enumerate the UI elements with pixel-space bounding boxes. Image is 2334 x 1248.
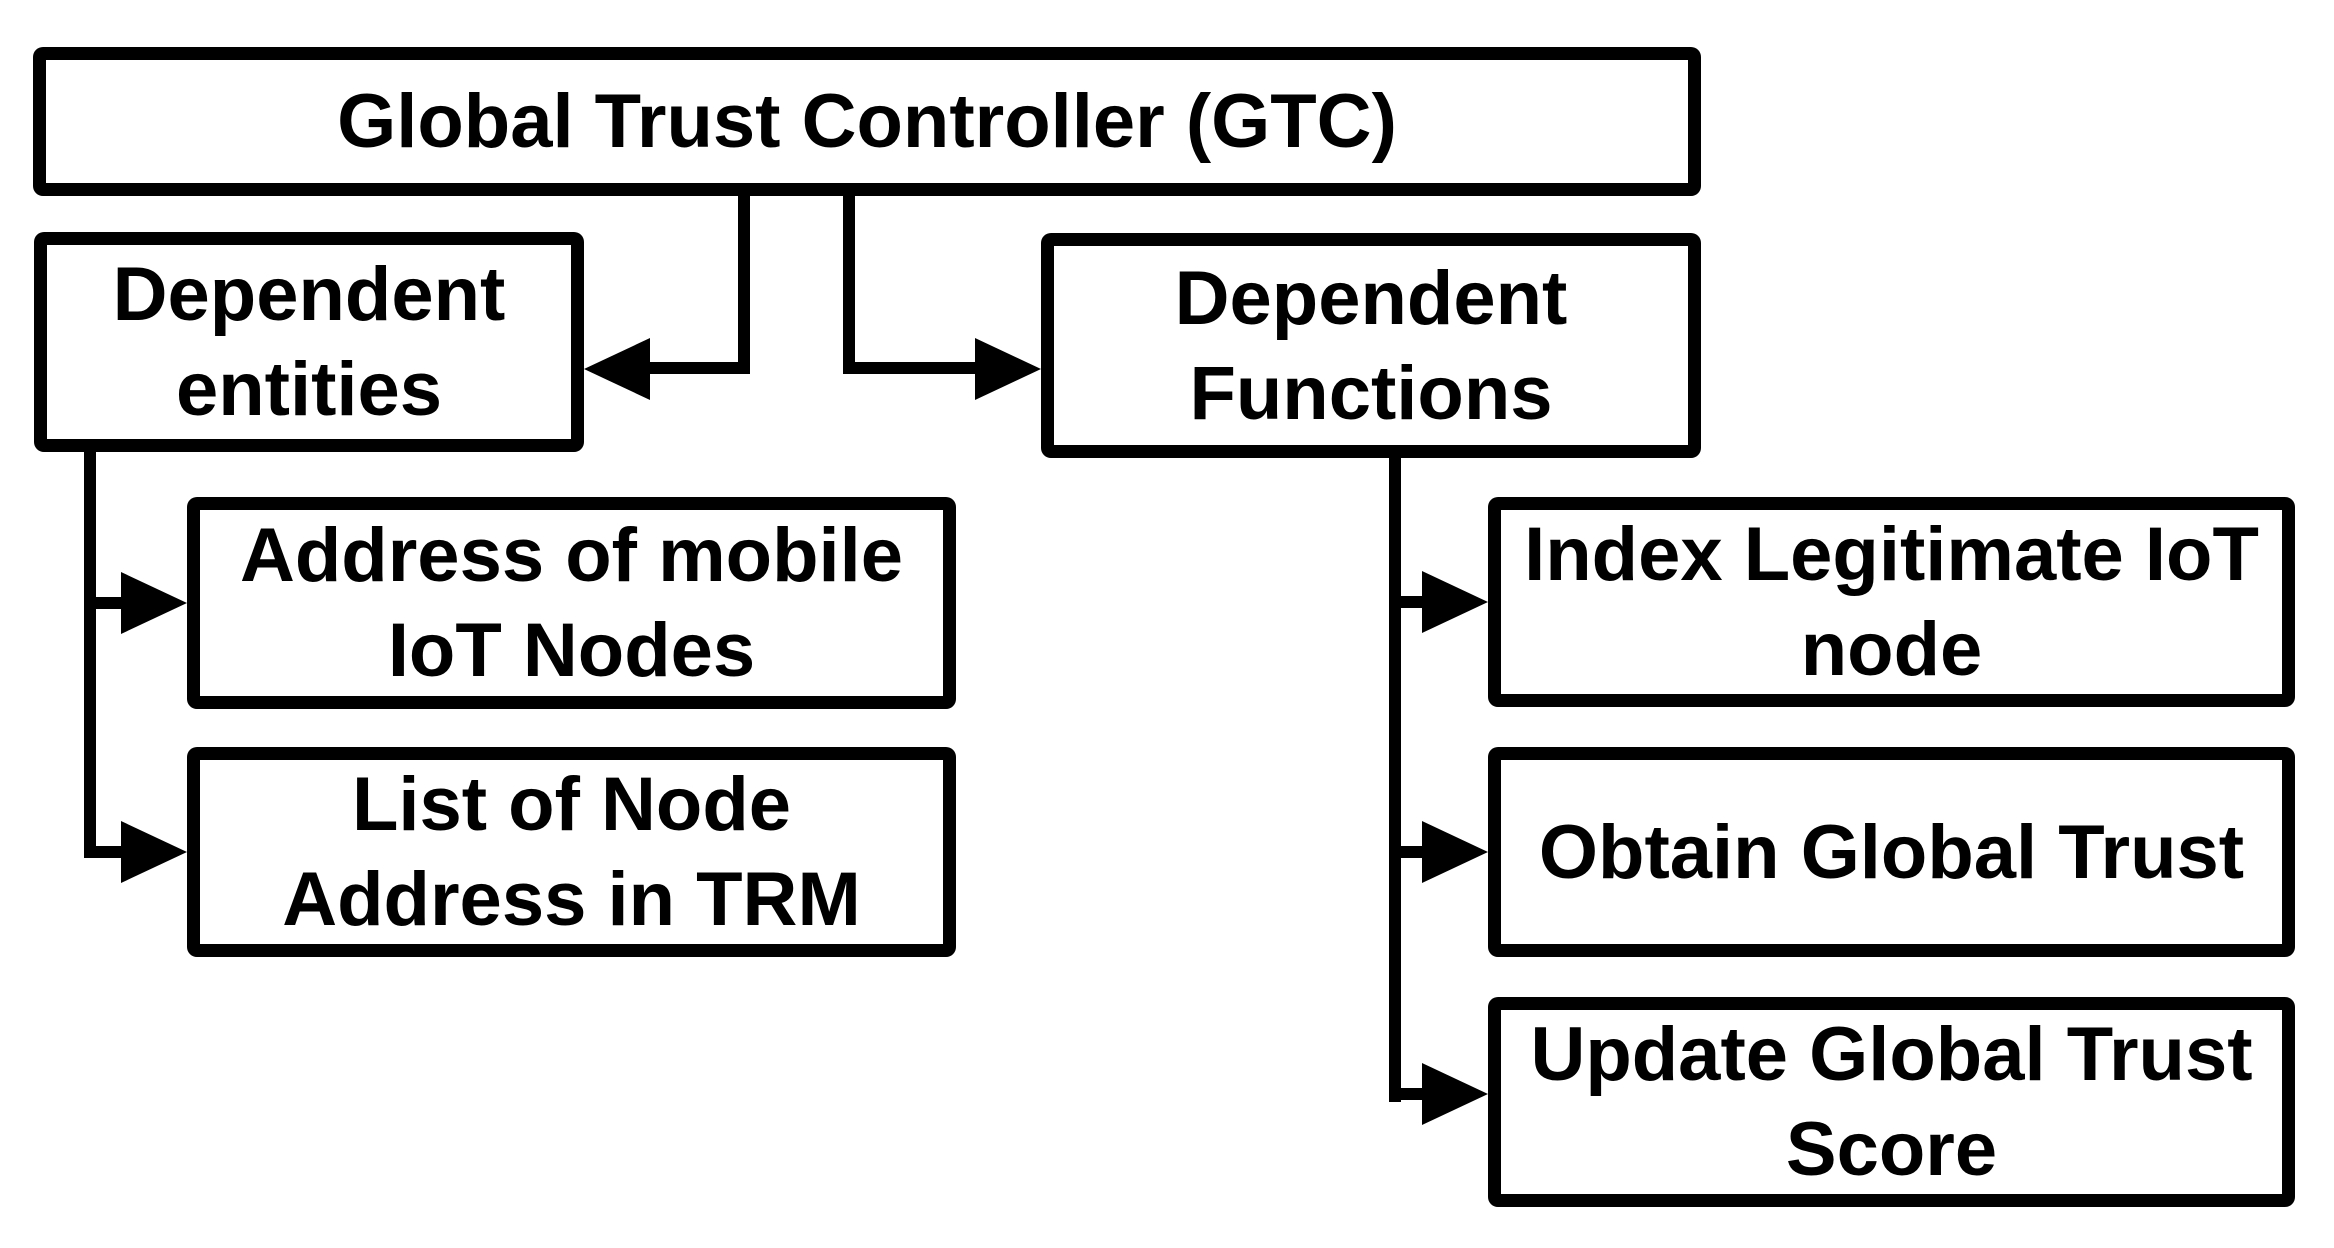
connector-functions-branch3-horizontal (1389, 1088, 1424, 1100)
node-address-of-mobile-iot-nodes: Address of mobile IoT Nodes (187, 497, 956, 709)
node-global-trust-controller: Global Trust Controller (GTC) (33, 47, 1701, 196)
connector-functions-branch1-horizontal (1389, 596, 1424, 608)
connector-entities-branch1-horizontal (84, 597, 123, 609)
connector-gtc-entities-vertical (738, 190, 750, 374)
arrowhead-right-icon (121, 572, 187, 634)
arrowhead-left-icon (584, 338, 650, 400)
node-update-global-trust-score: Update Global Trust Score (1488, 997, 2295, 1207)
connector-gtc-functions-vertical (843, 190, 855, 374)
arrowhead-right-icon (975, 338, 1041, 400)
node-list-of-node-address-in-trm-label: List of Node Address in TRM (282, 762, 861, 942)
node-update-global-trust-score-label: Update Global Trust Score (1530, 1012, 2253, 1192)
node-dependent-functions: Dependent Functions (1041, 233, 1701, 458)
arrowhead-right-icon (1422, 1063, 1488, 1125)
node-address-of-mobile-iot-nodes-label: Address of mobile IoT Nodes (240, 513, 903, 693)
node-obtain-global-trust: Obtain Global Trust (1488, 747, 2295, 957)
connector-gtc-entities-horizontal (648, 362, 750, 374)
connector-functions-trunk-vertical (1389, 452, 1401, 1102)
node-dependent-entities: Dependent entities (34, 232, 584, 452)
connector-gtc-functions-horizontal (843, 362, 977, 374)
arrowhead-right-icon (121, 821, 187, 883)
connector-entities-trunk-vertical (84, 446, 96, 858)
node-index-legitimate-iot-node-label: Index Legitimate IoT node (1524, 512, 2259, 692)
connector-functions-branch2-horizontal (1389, 846, 1424, 858)
node-dependent-functions-label: Dependent Functions (1174, 255, 1568, 436)
arrowhead-right-icon (1422, 571, 1488, 633)
connector-entities-branch2-horizontal (84, 846, 123, 858)
node-dependent-entities-label: Dependent entities (112, 252, 506, 432)
node-list-of-node-address-in-trm: List of Node Address in TRM (187, 747, 956, 957)
node-global-trust-controller-label: Global Trust Controller (GTC) (337, 79, 1397, 164)
arrowhead-right-icon (1422, 821, 1488, 883)
node-index-legitimate-iot-node: Index Legitimate IoT node (1488, 497, 2295, 707)
node-obtain-global-trust-label: Obtain Global Trust (1538, 809, 2245, 895)
